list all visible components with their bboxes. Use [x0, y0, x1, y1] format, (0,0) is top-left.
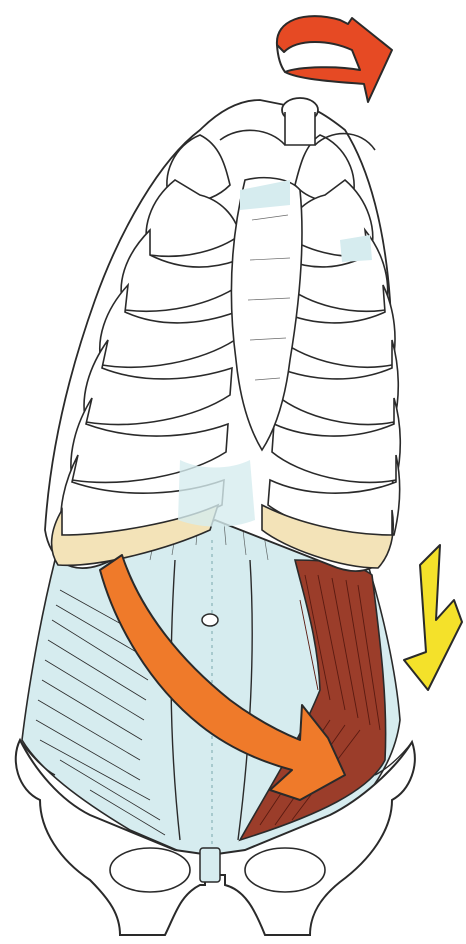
down-arrow-icon — [404, 545, 462, 690]
navel — [202, 614, 218, 626]
rotate-arrow-icon — [277, 16, 392, 102]
costal-cartilage — [178, 460, 255, 527]
